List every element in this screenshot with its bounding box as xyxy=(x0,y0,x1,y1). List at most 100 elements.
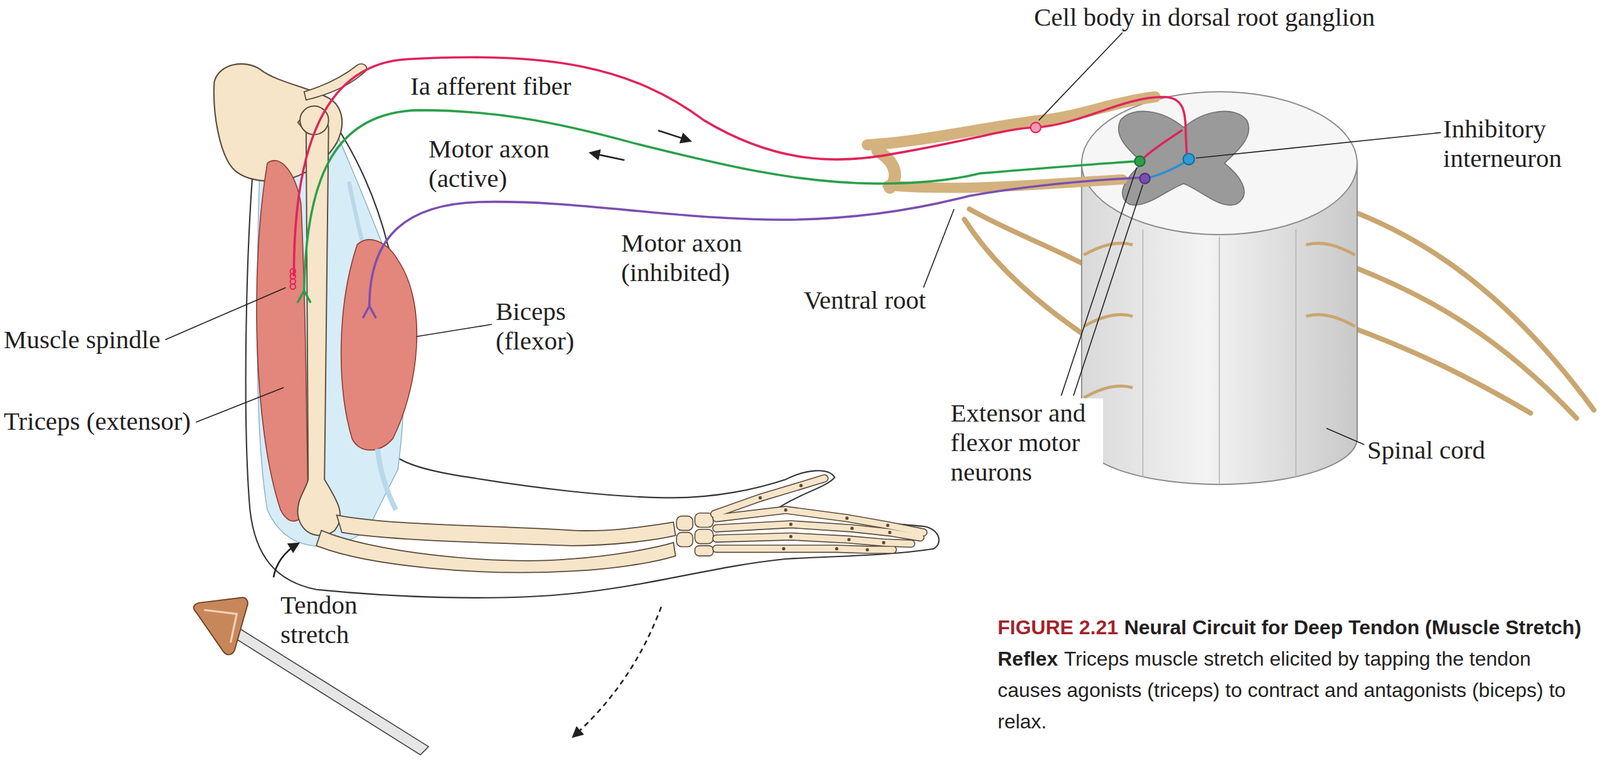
callout-label: Cell body in dorsal root ganglion xyxy=(1034,2,1375,32)
biceps-muscle xyxy=(341,181,418,511)
nerve-fibers xyxy=(363,306,376,318)
motion-arrows xyxy=(273,544,299,578)
arm-outline xyxy=(245,112,940,598)
hand-bones xyxy=(789,535,793,539)
leader-lines xyxy=(1326,428,1365,445)
hand-bones xyxy=(714,478,923,551)
callout-label: Tendon stretch xyxy=(280,590,391,650)
spinal-cord xyxy=(1349,326,1531,413)
neuron-cells xyxy=(1030,122,1195,184)
hand-bones xyxy=(676,478,924,557)
biceps-muscle xyxy=(341,239,418,450)
hand-bones xyxy=(694,529,713,544)
triceps-muscle xyxy=(256,160,309,522)
hand-bones xyxy=(714,478,825,515)
spinal-cord xyxy=(964,219,1090,339)
muscle-spindle xyxy=(290,268,296,290)
spinal-cord xyxy=(1083,314,1133,327)
axon-label: Motor axon (inhibited) xyxy=(621,228,775,288)
neuron-cells xyxy=(1140,173,1151,184)
spinal-cord xyxy=(1083,243,1356,398)
hand-bones xyxy=(865,548,870,552)
nerve-roots xyxy=(867,96,1156,188)
callout-label: Ventral root xyxy=(803,285,927,315)
hand-bones xyxy=(847,537,851,541)
axon-label: Motor axon (active) xyxy=(428,134,583,194)
humerus-bone xyxy=(297,114,341,536)
hand-bones xyxy=(714,478,825,515)
biceps-muscle xyxy=(348,181,364,247)
leader-lines xyxy=(165,287,286,340)
scapula-bone xyxy=(213,64,367,182)
motion-arrows xyxy=(591,153,625,160)
spinal-cord xyxy=(969,208,1090,268)
callout-label: Spinal cord xyxy=(1367,435,1486,465)
hand-bones xyxy=(799,483,803,487)
neuron-cells xyxy=(1183,153,1195,166)
reflex-hammer xyxy=(203,609,237,643)
hand-bones xyxy=(676,532,693,548)
hand-bones xyxy=(882,540,886,544)
leader-lines xyxy=(1195,132,1441,159)
fiber-label: Ia afferent fiber xyxy=(410,71,571,102)
spinal-cord xyxy=(1295,229,1297,478)
arm-outline xyxy=(245,112,940,598)
hand-bones xyxy=(716,536,912,544)
spinal-cord xyxy=(1349,265,1577,419)
hand-bones xyxy=(694,545,713,556)
spinal-cord xyxy=(1306,314,1356,327)
motion-arrows xyxy=(658,130,690,141)
hand-bones xyxy=(781,547,785,551)
forearm-bones xyxy=(316,515,676,573)
hand-bones xyxy=(850,527,854,531)
leader-lines xyxy=(416,324,492,337)
hand-bones xyxy=(716,536,912,544)
leader-lines xyxy=(195,387,284,423)
hand-bones xyxy=(835,547,839,551)
hand-bones xyxy=(789,522,793,526)
hand-bones xyxy=(845,516,849,520)
hand-bones xyxy=(714,478,923,551)
leader-lines xyxy=(165,32,1441,445)
hand-bones xyxy=(888,530,892,534)
muscle-label: Triceps (extensor) xyxy=(3,406,191,437)
hand-bones xyxy=(885,523,890,528)
nerve-fibers xyxy=(369,177,1144,307)
spinal-cord xyxy=(1142,229,1296,484)
reflex-hammer xyxy=(193,597,248,656)
nerve-fibers xyxy=(1148,161,1187,178)
biceps-muscle xyxy=(377,448,396,511)
nerve-fibers xyxy=(1142,130,1182,160)
nerve-fibers xyxy=(304,110,1141,292)
forearm-bones xyxy=(336,515,676,546)
muscle-label: Biceps (flexor) xyxy=(495,296,606,356)
spinal-cord xyxy=(1219,236,1221,484)
leader-lines xyxy=(1073,184,1144,396)
spinal-cord xyxy=(1083,385,1133,398)
figure-caption-block: FIGURE 2.21Neural Circuit for Deep Tendo… xyxy=(997,611,1594,738)
neuron-cells xyxy=(1030,122,1041,133)
neuron-cells xyxy=(1134,156,1145,167)
figure-caption: Triceps muscle stretch elicited by tappi… xyxy=(997,647,1566,733)
muscle-spindle xyxy=(290,284,296,290)
hand-bones xyxy=(676,516,693,531)
callout-label: Inhibitory interneuron xyxy=(1443,114,1594,174)
spinal-cord xyxy=(1142,229,1144,478)
spinal-cord xyxy=(1118,111,1250,206)
callout-label: Muscle spindle xyxy=(3,325,160,355)
triceps-muscle xyxy=(256,160,309,522)
nerve-fibers xyxy=(293,57,1187,318)
hand-bones xyxy=(758,496,762,500)
nerve-fibers xyxy=(298,290,311,302)
callout-label: Extensor and flexor motor neurons xyxy=(948,398,1104,487)
figure-number: FIGURE 2.21 xyxy=(997,616,1119,639)
nerve-roots xyxy=(867,96,1156,145)
leader-lines xyxy=(1039,32,1123,121)
motion-arrows xyxy=(573,606,662,736)
forearm-bones xyxy=(316,530,676,573)
leader-lines xyxy=(1061,167,1137,396)
motion-arrows xyxy=(273,130,691,737)
hand-bones xyxy=(758,483,892,552)
spinal-cord xyxy=(1306,243,1356,256)
